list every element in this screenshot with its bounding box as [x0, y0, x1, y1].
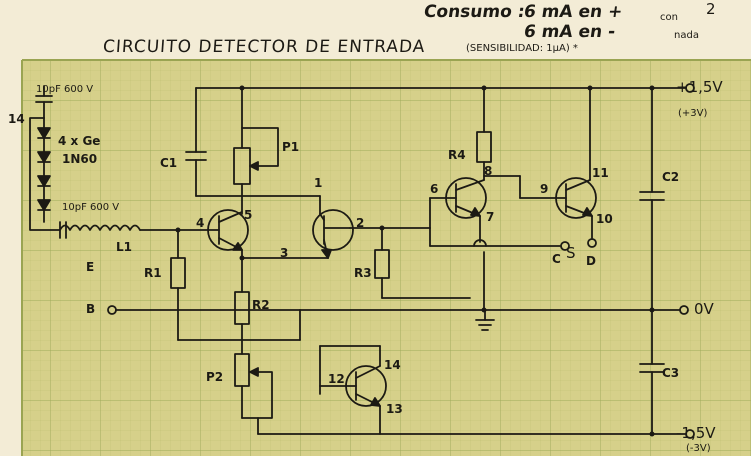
input-b-wire — [107, 305, 301, 341]
r4-label: R4 — [448, 148, 466, 162]
transistor-q5 — [319, 345, 387, 435]
r1-label: R1 — [144, 266, 162, 280]
capacitor-c3 — [639, 309, 665, 435]
c2-label: C2 — [662, 170, 680, 184]
diagram-subtitle: (SENSIBILIDAD: 1µA) * — [466, 43, 578, 54]
input-network — [29, 85, 179, 239]
zero-label: 0V — [694, 300, 714, 318]
node-11: 11 — [592, 166, 609, 180]
transistor-q3 — [429, 87, 561, 311]
vminus-note: (-3V) — [686, 443, 711, 454]
consumption-note-2: nada — [674, 30, 699, 41]
transistor-q2 — [312, 195, 431, 259]
p1-label: P1 — [282, 140, 300, 154]
vplus-label: +1,5V — [676, 78, 723, 96]
c3-label: C3 — [662, 366, 680, 380]
resistor-r2 — [234, 257, 329, 355]
node-2: 2 — [356, 216, 365, 230]
terminal-vminus — [685, 429, 695, 439]
consumption-note-1: con — [660, 12, 678, 23]
transistor-q4 — [483, 87, 597, 251]
node-4: 4 — [196, 216, 205, 230]
r3-label: R3 — [354, 266, 372, 280]
consumption-line-2: 6 mA en - — [522, 22, 617, 42]
node-3: 3 — [280, 246, 289, 260]
node-10: 10 — [596, 212, 613, 226]
diode-type-label: 1N60 — [62, 152, 98, 166]
left-mark: 14 — [8, 112, 25, 126]
terminal-vplus — [685, 83, 695, 93]
capacitor-c1 — [185, 87, 321, 197]
diagram-title: CIRCUITO DETECTOR DE ENTRADA — [102, 37, 427, 57]
node-12: 12 — [328, 372, 345, 386]
capacitor-c2 — [639, 87, 665, 311]
node-6: 6 — [430, 182, 439, 196]
junctions — [175, 85, 655, 437]
terminal-d-label: D — [586, 254, 596, 268]
page-number: 2 — [706, 0, 716, 18]
input-e-label: E — [86, 260, 95, 274]
diodes-label: 4 x Ge — [58, 134, 101, 148]
node-8: 8 — [484, 164, 493, 178]
capacitor-top-label: 10pF 600 V — [36, 84, 94, 95]
node-5: 5 — [244, 208, 253, 222]
consumption-line-1: 6 mA en + — [522, 2, 624, 22]
ground-symbol — [475, 309, 495, 331]
terminal-zero — [679, 305, 689, 315]
capacitor-mid-label: 10pF 600 V — [62, 202, 120, 213]
c1-label: C1 — [160, 156, 178, 170]
node-14: 14 — [384, 358, 401, 372]
potentiometer-p2 — [234, 353, 273, 435]
vplus-note: (+3V) — [678, 108, 708, 119]
potentiometer-p1 — [233, 87, 279, 215]
node-13: 13 — [386, 402, 403, 416]
vminus-label: -1,5V — [676, 424, 716, 442]
node-9: 9 — [540, 182, 549, 196]
r2-label: R2 — [252, 298, 270, 312]
input-b-label: B — [86, 302, 96, 316]
resistor-r3 — [374, 227, 471, 299]
consumption-label: Consumo : — [422, 2, 526, 22]
node-7: 7 — [486, 210, 495, 224]
terminal-c-label: C — [552, 252, 561, 266]
coil-label: L1 — [116, 240, 132, 254]
p2-label: P2 — [206, 370, 224, 384]
terminal-s-label: S — [566, 244, 576, 262]
resistor-r1 — [170, 229, 186, 341]
node-1: 1 — [314, 176, 323, 190]
